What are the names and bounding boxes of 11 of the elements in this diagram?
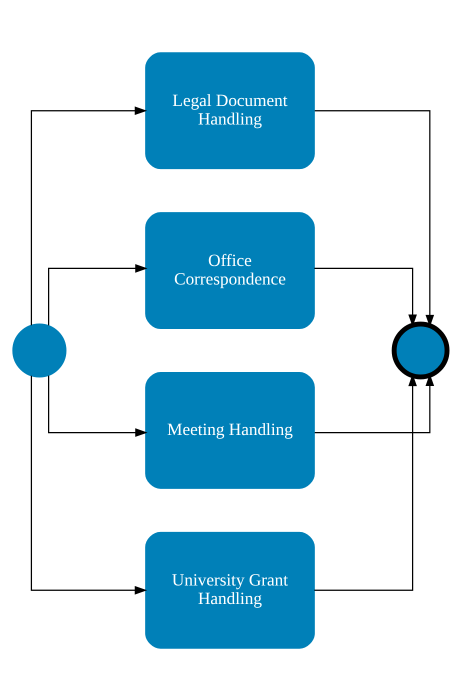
node-box: Meeting Handling	[145, 372, 315, 488]
node-circle	[392, 321, 450, 379]
node-box: Legal Document Handling	[145, 52, 315, 169]
arrow	[314, 267, 417, 326]
node-box: Office Correspondence	[145, 212, 315, 328]
node-circle	[12, 322, 66, 378]
arrow	[48, 375, 148, 436]
arrow	[48, 264, 148, 325]
node-box: University Grant Handling	[145, 531, 315, 648]
arrow	[30, 375, 148, 594]
arrow	[30, 106, 148, 325]
